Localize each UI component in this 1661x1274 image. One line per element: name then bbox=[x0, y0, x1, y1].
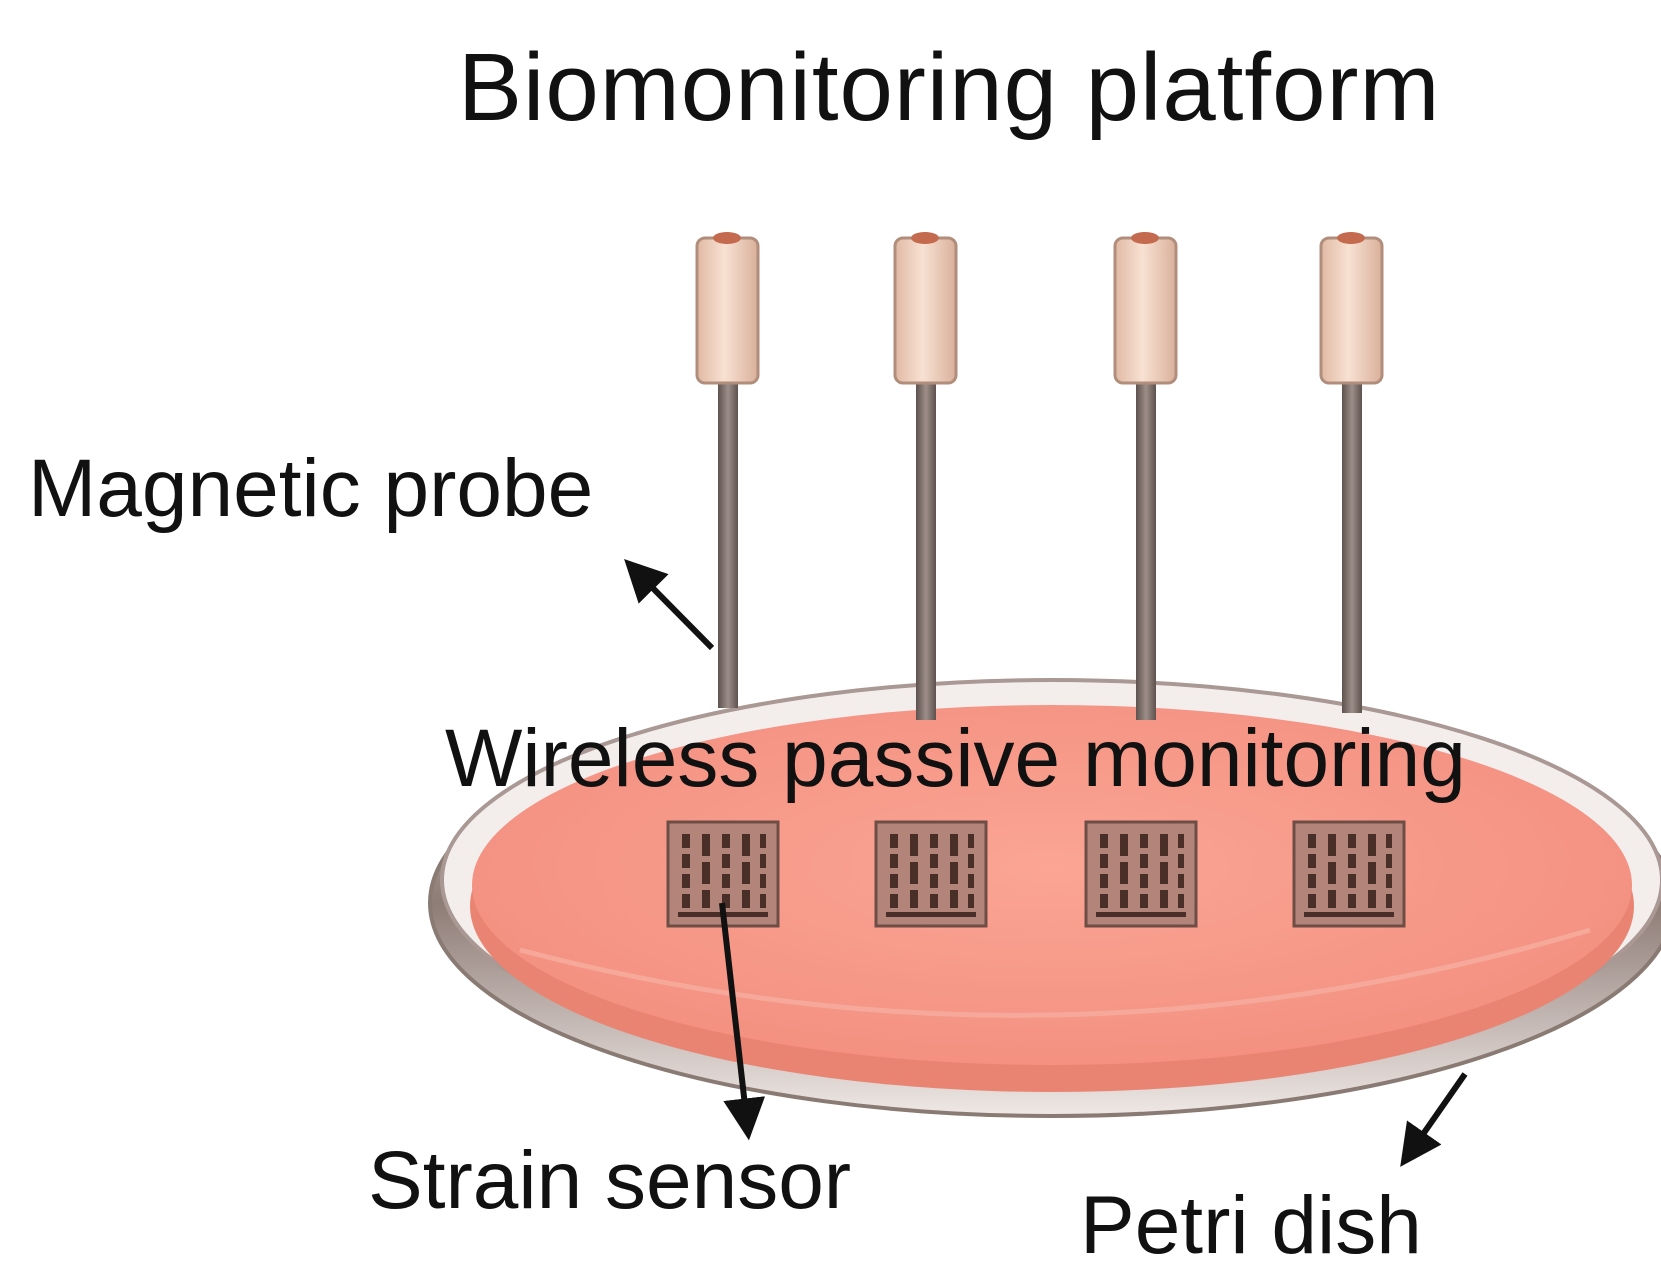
petri-dish bbox=[428, 678, 1661, 1118]
magnetic-probe-label: Magnetic probe bbox=[28, 443, 594, 534]
diagram-title: Biomonitoring platform bbox=[458, 34, 1441, 141]
strain-sensor-3 bbox=[1084, 820, 1198, 928]
callout-arrows bbox=[624, 559, 1468, 1167]
petri-dish-label: Petri dish bbox=[1080, 1180, 1422, 1271]
magnetic-probe-array bbox=[695, 232, 1384, 720]
strain-sensor-label: Strain sensor bbox=[368, 1135, 852, 1226]
strain-sensor-4 bbox=[1292, 820, 1406, 928]
magnetic-probe-2 bbox=[893, 232, 958, 720]
strain-sensor-arrow bbox=[719, 902, 766, 1141]
magnetic-probe-4 bbox=[1319, 232, 1384, 713]
magnetic-probe-3 bbox=[1113, 232, 1178, 720]
probe-arrow bbox=[624, 559, 715, 651]
wireless-monitoring-label: Wireless passive monitoring bbox=[445, 713, 1466, 804]
magnetic-probe-1 bbox=[695, 232, 760, 708]
petri-dish-arrow bbox=[1400, 1072, 1468, 1167]
strain-sensor-2 bbox=[874, 820, 988, 928]
